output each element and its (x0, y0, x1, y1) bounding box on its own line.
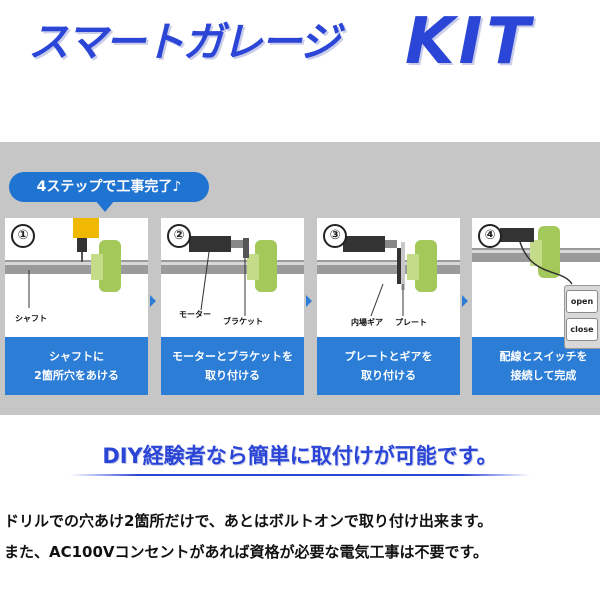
title-main: スマートガレージ (28, 18, 340, 66)
step-3-number: ③ (323, 224, 347, 248)
step-2-illustration (161, 236, 304, 316)
body-line-2: また、AC100Vコンセントがあれば資格が必要な電気工事は不要です。 (4, 543, 489, 561)
step-4-illustration (472, 226, 600, 285)
step-card-4: ④ 配線とスイッチを 接続して完成 (472, 218, 600, 395)
step-2-caption-line1: モーターとブラケットを (172, 350, 293, 363)
bubble-tail (95, 200, 115, 212)
step-1-number: ① (11, 224, 35, 248)
close-button[interactable]: close (566, 318, 598, 341)
step-1-caption-line1: シャフトに (49, 350, 104, 363)
steps-bubble: 4ステップで工事完了♪ (9, 172, 209, 202)
inner-gear-label: 内場ギア (351, 318, 383, 327)
step-4-number: ④ (478, 224, 502, 248)
step-2-caption: モーターとブラケットを 取り付ける (161, 337, 304, 395)
title-kit: KIT (405, 5, 535, 79)
headline: DIY経験者なら簡単に取付けが可能です。 (102, 444, 498, 468)
step-3-caption-line2: 取り付ける (361, 369, 416, 382)
step-1-illustration (5, 218, 148, 308)
step-arrow-2 (306, 295, 312, 307)
step-1-caption-line2: 2箇所穴をあける (34, 369, 119, 382)
step-2-caption-line2: 取り付ける (205, 369, 260, 382)
step-4-caption-line1: 配線とスイッチを (499, 350, 588, 363)
body-line-1: ドリルでの穴あけ2箇所だけで、あとはボルトオンで取り付け出来ます。 (4, 512, 493, 530)
step-card-3: ③ 内場ギア プレート プレートとギアを 取り付ける (317, 218, 460, 395)
bracket-label: ブラケット (223, 317, 263, 326)
step-arrow-3 (462, 295, 468, 307)
step-3-caption: プレートとギアを 取り付ける (317, 337, 460, 395)
plate-label: プレート (395, 318, 427, 327)
motor-label: モーター (179, 310, 211, 319)
headline-underline (70, 474, 530, 476)
step-card-2: ② モーター ブラケット モーターとブラケットを 取り付ける (161, 218, 304, 395)
step-arrow-1 (150, 295, 156, 307)
step-3-caption-line1: プレートとギアを (344, 350, 433, 363)
shaft-label: シャフト (15, 314, 47, 323)
step-2-number: ② (167, 224, 191, 248)
step-card-1: ① シャフト シャフトに 2箇所穴をあける (5, 218, 148, 395)
step-3-illustration (317, 236, 460, 317)
step-4-caption-line2: 接続して完成 (510, 369, 577, 382)
step-1-caption: シャフトに 2箇所穴をあける (5, 337, 148, 395)
open-button[interactable]: open (566, 290, 598, 313)
